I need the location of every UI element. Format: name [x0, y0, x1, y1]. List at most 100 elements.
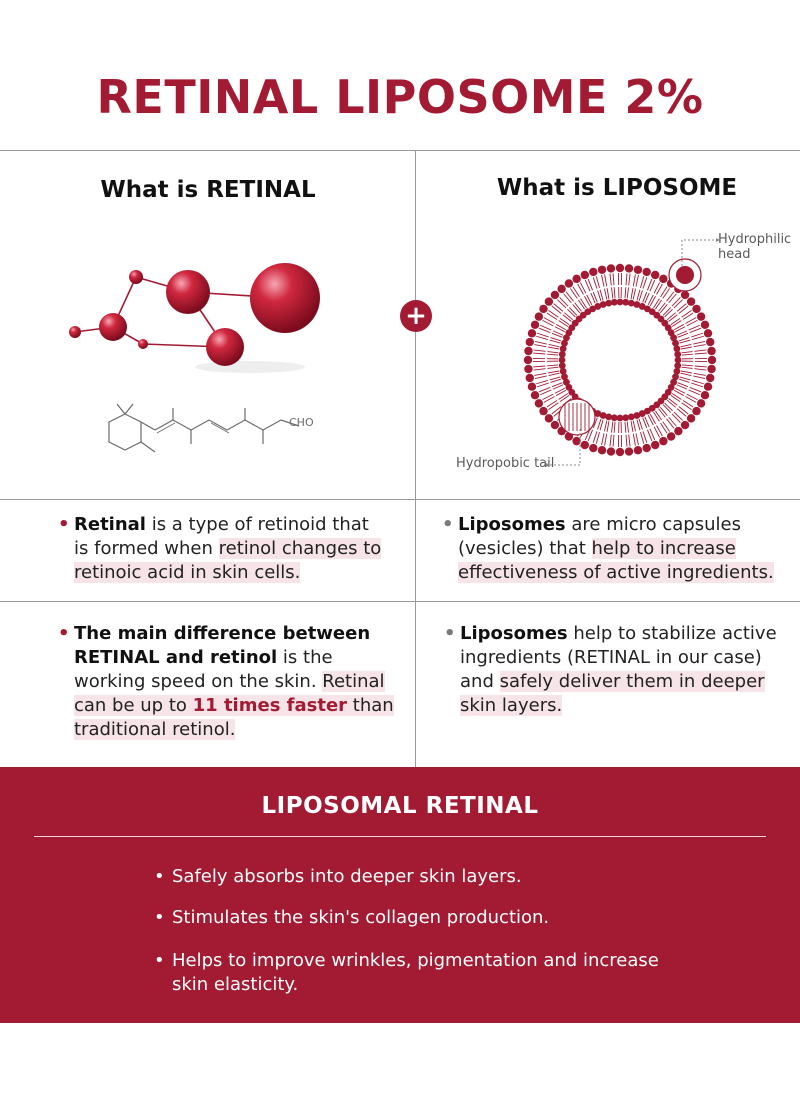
lipid-tail: [642, 291, 648, 303]
lipid-tail: [638, 418, 643, 430]
lipid-tail: [533, 349, 546, 352]
lipid-head-outer: [633, 265, 643, 274]
lipid-tail: [559, 394, 570, 403]
lipid-tail: [688, 324, 700, 331]
liposome-bullet-1: • Liposomes are micro capsules (vesicles…: [442, 513, 788, 585]
lipid-tail: [693, 344, 706, 348]
lipid-tail: [679, 339, 691, 344]
lipid-tail: [686, 319, 698, 327]
lipid-head-inner: [667, 329, 675, 337]
lipid-tail: [586, 294, 593, 306]
lipid-tail: [673, 389, 684, 396]
lipid-head-outer: [680, 420, 690, 430]
lipid-tail: [653, 298, 660, 309]
lipid-tail: [681, 366, 693, 369]
lipid-head-inner: [605, 413, 613, 421]
lipid-tail: [676, 330, 688, 336]
difference-text: is the working speed on the skin.: [74, 647, 333, 692]
molecule-illustration: [69, 263, 320, 373]
lipid-tail: [644, 292, 650, 304]
liposome-text-2: help to stabilize active ingredients (RE…: [460, 623, 777, 692]
lipid-head-outer: [707, 346, 716, 356]
lipid-tail: [556, 389, 567, 396]
lipid-head-outer: [680, 290, 690, 300]
lipid-head-inner: [674, 356, 682, 364]
lipid-tail: [647, 429, 653, 442]
lipid-tail: [548, 372, 560, 376]
lipid-tail: [612, 434, 615, 447]
lipid-head-inner: [622, 414, 630, 422]
lipid-tail: [624, 287, 627, 299]
lipid-tail: [666, 312, 676, 321]
lipid-tail: [572, 304, 581, 314]
lipid-tail: [547, 353, 559, 356]
callout-head-leader: [681, 238, 720, 266]
lipid-tail: [552, 384, 564, 390]
atom-medium-1: [99, 313, 127, 341]
lipid-tail: [534, 344, 547, 348]
lipid-head-inner: [633, 412, 641, 419]
lipid-tail: [533, 368, 546, 371]
lipid-tail: [693, 372, 706, 376]
lipid-tail: [653, 426, 661, 438]
lipid-head-inner: [673, 367, 681, 375]
lipid-tail: [546, 312, 558, 320]
lipid-tail: [625, 273, 628, 286]
lipid-tail: [536, 380, 548, 385]
lipid-head-inner: [673, 345, 681, 353]
lipid-head-outer: [642, 267, 651, 277]
callout-tail-leader: [546, 427, 581, 467]
lipid-tail: [692, 380, 704, 385]
lipid-head-inner: [558, 356, 566, 364]
lipid-tail: [630, 288, 634, 300]
lipid-head-outer: [606, 264, 616, 273]
lipid-head-inner: [633, 301, 641, 308]
formula-cho: CHO: [289, 416, 314, 429]
lipid-head-inner: [599, 412, 607, 419]
bullet-dot: •: [58, 514, 70, 535]
lipid-tail: [668, 398, 678, 406]
lipid-tail: [681, 310, 692, 318]
lipid-tail: [678, 378, 690, 383]
lipid-tail: [597, 418, 602, 430]
lipid-tail: [563, 293, 572, 304]
lipid-tail: [692, 335, 704, 340]
lipid-head-outer: [633, 446, 643, 455]
lipid-tail: [666, 291, 675, 302]
lipid-head-inner: [584, 308, 592, 316]
lipid-head-inner: [610, 298, 618, 306]
lipid-head-inner: [627, 299, 635, 307]
lipid-head-outer: [642, 443, 651, 453]
lipid-tail: [662, 404, 672, 413]
lipid-head-inner: [622, 298, 630, 306]
lipid-tail: [682, 400, 694, 408]
lipid-head-inner: [568, 388, 576, 396]
benefit-text-2: Stimulates the skin's collagen productio…: [172, 907, 550, 928]
lipid-tail: [565, 291, 574, 302]
liposome-bullet-2: • Liposomes help to stabilize active ing…: [444, 622, 785, 718]
lipid-head-outer: [544, 297, 554, 306]
liposome-text: are micro capsules (vesicles) that: [458, 514, 741, 559]
lipid-head-inner: [563, 378, 570, 386]
lipid-tail: [547, 366, 559, 369]
heading-retinal: What is RETINAL: [100, 177, 316, 203]
lipid-tail: [679, 376, 691, 381]
lipid-head-outer: [706, 337, 715, 347]
lipid-head-outer: [659, 436, 668, 446]
lipid-tail: [654, 299, 663, 310]
lipid-tail: [547, 351, 559, 354]
lipid-head-outer: [557, 284, 566, 294]
lipid-tail: [626, 287, 629, 299]
lipid-head-outer: [550, 290, 560, 300]
lipid-tail: [649, 428, 656, 440]
lipid-tail: [553, 303, 564, 312]
lipid-tail: [542, 393, 554, 401]
lipid-tail: [662, 421, 670, 432]
lipid-tail: [548, 310, 559, 318]
lipid-tail: [678, 305, 689, 314]
lipid-tail: [609, 434, 612, 447]
lipid-head-inner: [670, 378, 677, 386]
bullet-dot: •: [444, 623, 456, 644]
lipid-tail: [680, 344, 692, 348]
lipid-tail: [632, 420, 636, 432]
